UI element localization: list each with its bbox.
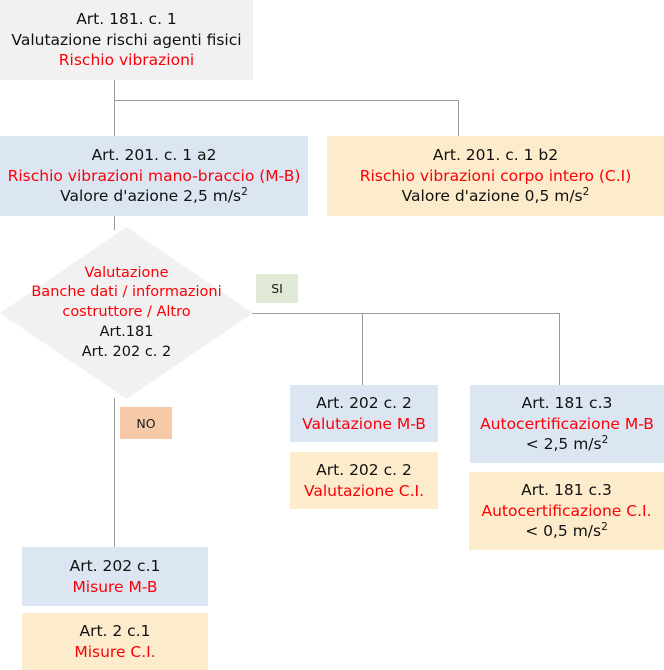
- node-art-201-a2-line1: Art. 201. c. 1 a2: [91, 146, 217, 165]
- connector-split-bar: [114, 100, 459, 101]
- connector-to-mano-braccio: [114, 100, 115, 136]
- node-art-201-a2-line2: Rischio vibrazioni mano-braccio (M-B): [7, 166, 301, 185]
- autocert-mb-line3: < 2,5 m/s2: [525, 434, 609, 454]
- autocert-ci-line1: Art. 181 c.3: [521, 481, 612, 500]
- node-misure-ci: Art. 2 c.1 Misure C.I.: [22, 613, 208, 670]
- connector-si-to-valutazione-mb: [362, 313, 363, 385]
- node-valutazione-mb: Art. 202 c. 2 Valutazione M-B: [290, 385, 438, 442]
- misure-mb-line1: Art. 202 c.1: [69, 557, 161, 576]
- decision-line2: Banche dati / informazioni: [31, 284, 222, 301]
- node-art-181-c1-line2: Valutazione rischi agenti fisici: [11, 30, 242, 49]
- node-art-201-a2-line3: Valore d'azione 2,5 m/s2: [60, 186, 248, 206]
- decision-line1: Valutazione: [84, 264, 169, 281]
- decision-line3: costruttore / Altro: [62, 304, 191, 321]
- node-autocertificazione-mb: Art. 181 c.3 Autocertificazione M-B < 2,…: [470, 385, 664, 463]
- node-art-201-b2-line3: Valore d'azione 0,5 m/s2: [401, 186, 590, 206]
- node-autocertificazione-ci: Art. 181 c.3 Autocertificazione C.I. < 0…: [469, 472, 664, 550]
- node-art-181-c1-line1: Art. 181. c. 1: [76, 10, 177, 29]
- connector-si-bar: [252, 313, 560, 314]
- decision-line4: Art.181: [99, 323, 154, 340]
- node-valutazione-ci: Art. 202 c. 2 Valutazione C.I.: [290, 452, 438, 509]
- autocert-ci-line2: Autocertificazione C.I.: [481, 501, 652, 520]
- misure-ci-line2: Misure C.I.: [74, 642, 156, 661]
- connector-mb-to-decision: [114, 216, 115, 230]
- autocert-mb-line1: Art. 181 c.3: [521, 394, 613, 413]
- node-art-201-c1-a2: Art. 201. c. 1 a2 Rischio vibrazioni man…: [0, 136, 308, 216]
- valutazione-ci-line2: Valutazione C.I.: [303, 481, 425, 500]
- decision-line5: Art. 202 c. 2: [81, 343, 172, 360]
- node-art-181-c1: Art. 181. c. 1 Valutazione rischi agenti…: [0, 0, 253, 80]
- valutazione-ci-line1: Art. 202 c. 2: [316, 461, 412, 480]
- node-art-201-b2-line1: Art. 201. c. 1 b2: [432, 146, 559, 165]
- connector-top-stem: [114, 80, 115, 101]
- node-decision-valutazione: Valutazione Banche dati / informazioni c…: [0, 227, 253, 399]
- connector-no-to-misure-mb: [114, 398, 115, 547]
- valutazione-mb-line2: Valutazione M-B: [302, 414, 426, 433]
- valutazione-mb-line1: Art. 202 c. 2: [316, 394, 412, 413]
- connector-si-to-autocert-mb: [559, 313, 560, 385]
- decision-text-block: Valutazione Banche dati / informazioni c…: [0, 227, 253, 399]
- badge-no: NO: [120, 407, 172, 439]
- connector-to-corpo-intero: [458, 100, 459, 136]
- node-misure-mb: Art. 202 c.1 Misure M-B: [22, 547, 208, 606]
- badge-si: SI: [256, 274, 298, 303]
- node-art-201-b2-line2: Rischio vibrazioni corpo intero (C.I): [359, 166, 632, 185]
- misure-ci-line1: Art. 2 c.1: [79, 622, 151, 641]
- node-art-201-c1-b2: Art. 201. c. 1 b2 Rischio vibrazioni cor…: [327, 136, 664, 216]
- autocert-ci-line3: < 0,5 m/s2: [525, 521, 608, 541]
- autocert-mb-line2: Autocertificazione M-B: [480, 414, 654, 433]
- misure-mb-line2: Misure M-B: [72, 577, 158, 596]
- node-art-181-c1-line3: Rischio vibrazioni: [58, 51, 195, 70]
